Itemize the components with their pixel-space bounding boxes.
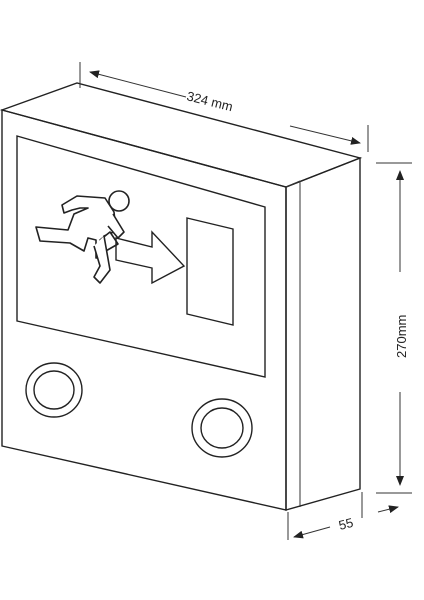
door-icon [186, 217, 234, 326]
display-panel [16, 135, 266, 378]
height-label: 270mm [394, 315, 409, 358]
width-dimension: 324 mm [79, 62, 369, 152]
width-label: 324 mm [185, 88, 234, 114]
height-dimension: 270mm [376, 162, 412, 494]
left-lamp [25, 362, 83, 418]
depth-dimension: 55 [287, 492, 399, 540]
arrow-right-icon [115, 230, 186, 285]
running-man-icon [35, 190, 130, 284]
sign-housing [0, 82, 363, 511]
right-lamp [191, 398, 253, 458]
depth-label: 55 [337, 515, 355, 533]
